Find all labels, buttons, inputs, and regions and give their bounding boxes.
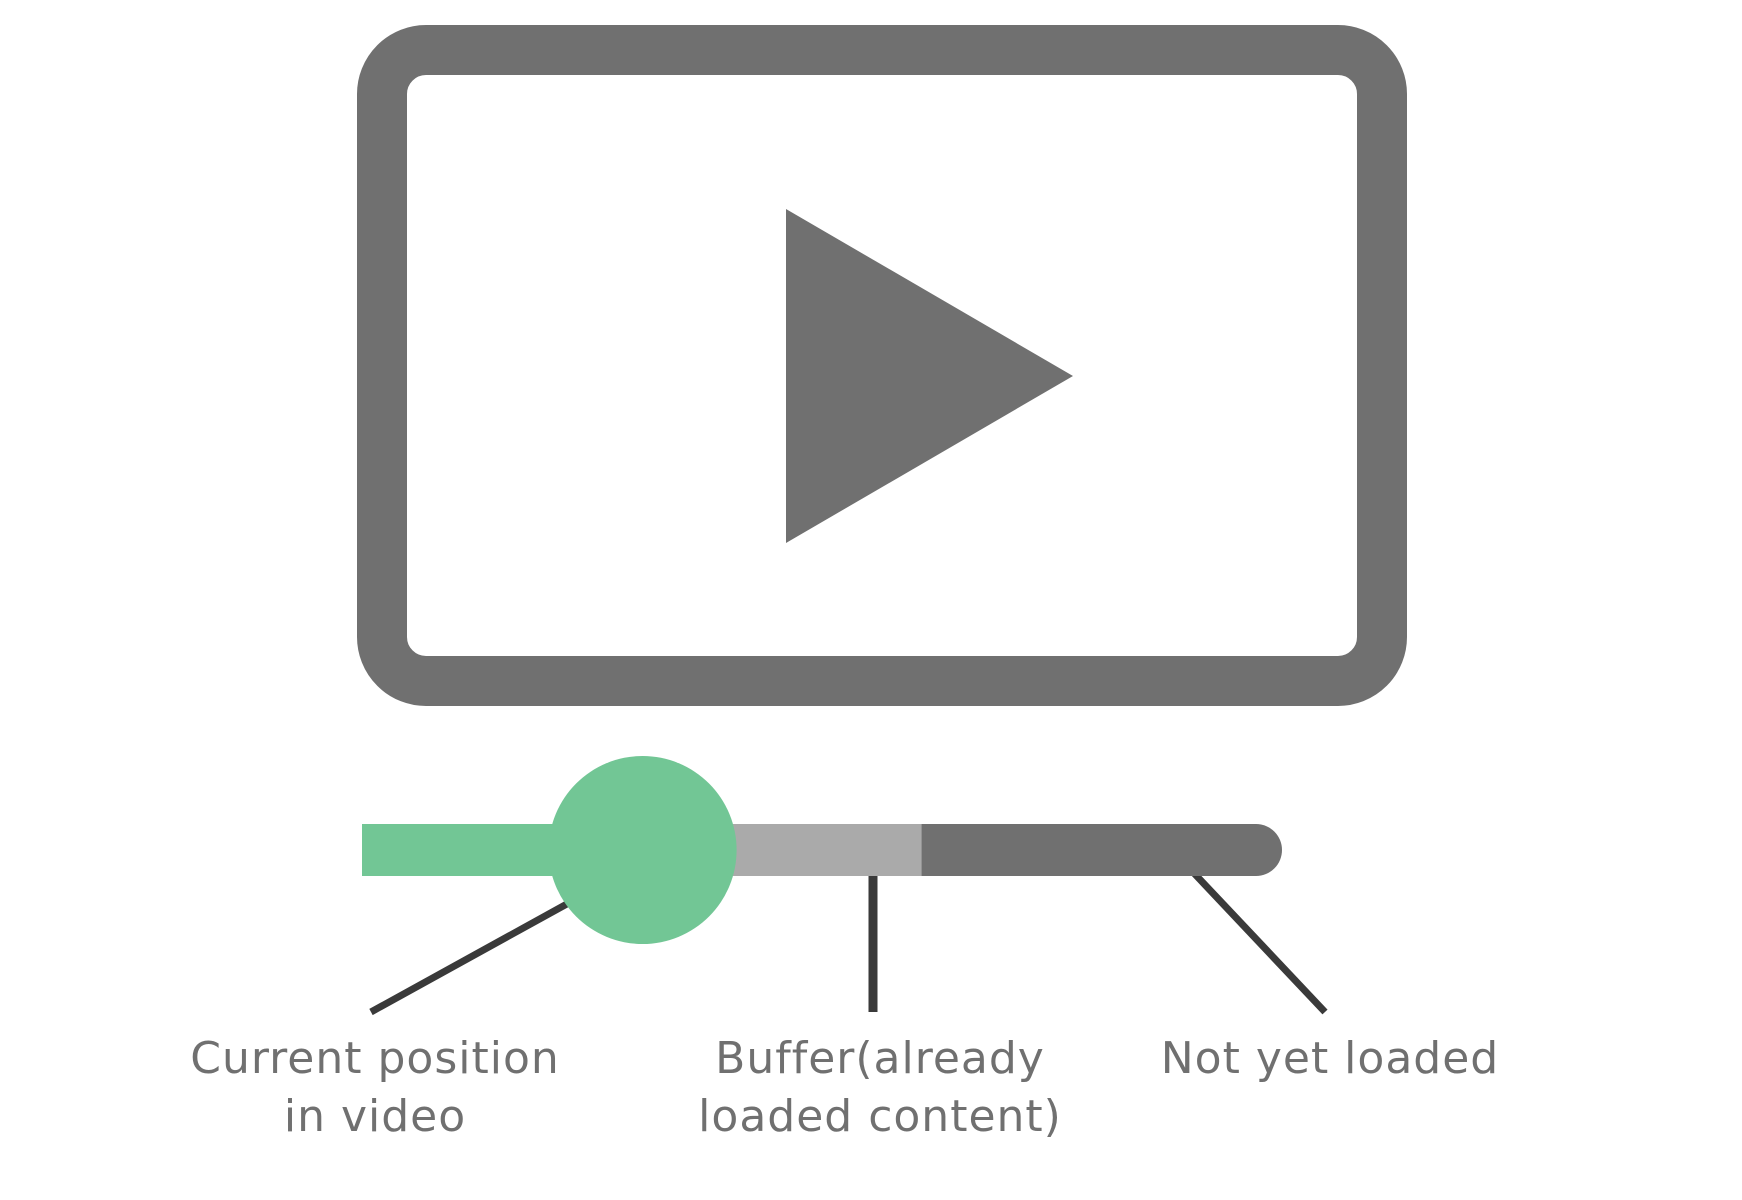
current-position-label: Current position in video (170, 1030, 580, 1146)
not-loaded-label: Not yet loaded (1140, 1030, 1520, 1088)
video-frame-icon (357, 25, 1407, 706)
buffer-label-line2: loaded content) (698, 1091, 1062, 1142)
not-loaded-label-text: Not yet loaded (1160, 1033, 1500, 1084)
current-position-label-line2: in video (283, 1091, 467, 1142)
current-position-label-line1: Current position (190, 1033, 560, 1084)
unloaded-segment (921, 824, 1282, 876)
progress-bar[interactable] (362, 756, 1282, 944)
buffer-label: Buffer(already loaded content) (680, 1030, 1080, 1146)
buffer-label-line1: Buffer(already (715, 1033, 1045, 1084)
current-position-leader (369, 885, 596, 1016)
not-loaded-leader (1188, 867, 1328, 1015)
play-icon (786, 209, 1073, 543)
playhead-handle[interactable] (548, 756, 737, 944)
